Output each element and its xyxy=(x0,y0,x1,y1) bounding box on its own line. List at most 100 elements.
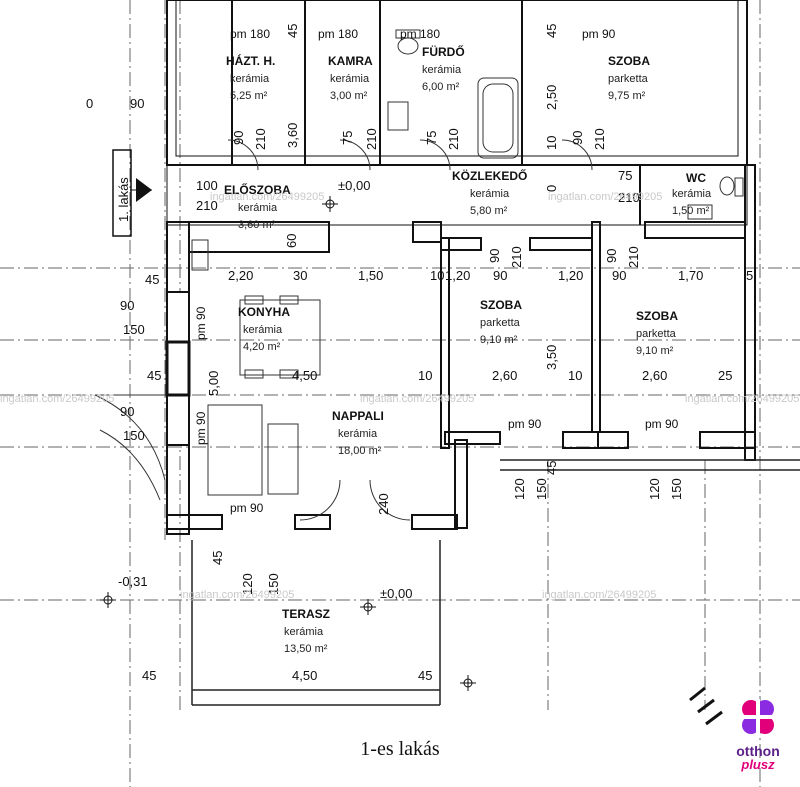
dim: 10 xyxy=(568,368,582,383)
dim: 150 xyxy=(669,478,684,500)
dim: 90 xyxy=(570,131,585,145)
konyha-area: 4,20 m² xyxy=(243,341,281,353)
dim: 2,60 xyxy=(642,368,667,383)
dim: 45 xyxy=(147,368,161,383)
terasz-area: 13,50 m² xyxy=(284,643,328,655)
szoba3-name: SZOBA xyxy=(636,309,678,323)
eloszoba-area: 3,60 m² xyxy=(238,219,276,231)
wc-area: 1,50 m² xyxy=(672,205,710,217)
dim: 2,20 xyxy=(228,268,253,283)
dim: 45 xyxy=(544,24,559,38)
dim: 90 xyxy=(231,131,246,145)
dim: 3,50 xyxy=(544,345,559,370)
dim: 150 xyxy=(266,573,281,595)
unit-label: 1. lakás xyxy=(116,177,131,222)
nappali-pm-window: pm 90 xyxy=(194,411,208,445)
dim: 4,50 xyxy=(292,368,317,383)
dim: 210 xyxy=(618,190,640,205)
dim: 90 xyxy=(612,268,626,283)
level-1: ±0,00 xyxy=(338,178,370,193)
level-3: -0,31 xyxy=(118,574,148,589)
watermark: ingatlan.com/26499205 xyxy=(180,589,294,601)
fixtures xyxy=(94,29,744,521)
dim: 150 xyxy=(123,322,145,337)
dim: 45 xyxy=(544,461,559,475)
kozlekedo-area: 5,80 m² xyxy=(470,205,508,217)
dim: 90 xyxy=(120,404,134,419)
dimension-texts-vertical: 45 3,60 90 210 75 210 75 210 45 2,50 10 … xyxy=(116,24,684,595)
konyha-material: kerámia xyxy=(243,324,283,336)
level-2: ±0,00 xyxy=(380,586,412,601)
terasz-name: TERASZ xyxy=(282,607,330,621)
dim: 150 xyxy=(534,478,549,500)
szoba3-area: 9,10 m² xyxy=(636,345,674,357)
kamra-area: 3,00 m² xyxy=(330,90,368,102)
dim: 2,50 xyxy=(544,85,559,110)
dim: 1,50 xyxy=(358,268,383,283)
dim: 100 xyxy=(196,178,218,193)
terasz-material: kerámia xyxy=(284,626,324,638)
dim: 75 xyxy=(424,131,439,145)
dimension-texts: 0 90 100 210 75 210 2,20 30 1,50 10 1,20… xyxy=(86,96,753,683)
szoba1-pm: pm 90 xyxy=(582,27,616,41)
hazt-material: kerámia xyxy=(230,73,270,85)
kozlekedo-material: kerámia xyxy=(470,188,510,200)
watermark: ingatlan.com/26499205 xyxy=(360,393,474,405)
dim: 90 xyxy=(120,298,134,313)
entry-marker xyxy=(112,149,152,237)
nappali-pm: pm 90 xyxy=(230,501,264,515)
wc-material: kerámia xyxy=(672,188,712,200)
plan-caption: 1-es lakás xyxy=(360,738,440,760)
hazt-name: HÁZT. H. xyxy=(226,53,275,68)
furdo-pm: pm 180 xyxy=(400,27,440,41)
nappali-material: kerámia xyxy=(338,428,378,440)
nappali-area: 18,00 m² xyxy=(338,445,382,457)
dim: 210 xyxy=(196,198,218,213)
szoba1-name: SZOBA xyxy=(608,54,650,68)
hazt-pm: pm 180 xyxy=(230,27,270,41)
furdo-name: FÜRDŐ xyxy=(422,44,465,59)
dim: 1,70 xyxy=(678,268,703,283)
dim: 1,20 xyxy=(445,268,470,283)
dim: 210 xyxy=(626,246,641,268)
room-labels: pm 180 HÁZT. H. kerámia 5,25 m² pm 180 K… xyxy=(224,27,712,655)
otthon-plusz-logo: otthon plusz xyxy=(725,695,791,777)
szoba2-pm: pm 90 xyxy=(508,417,542,431)
kamra-pm: pm 180 xyxy=(318,27,358,41)
logo-text-plusz: plusz xyxy=(741,757,775,772)
konyha-pm-window: pm 90 xyxy=(194,306,208,340)
dim: 210 xyxy=(592,128,607,150)
dim: 1,20 xyxy=(558,268,583,283)
dim: 45 xyxy=(285,24,300,38)
level-texts: ±0,00 ±0,00 -0,31 xyxy=(118,178,412,601)
furdo-area: 6,00 m² xyxy=(422,81,460,93)
dim: 90 xyxy=(493,268,507,283)
dim: 150 xyxy=(123,428,145,443)
dim: 10 xyxy=(418,368,432,383)
szoba1-area: 9,75 m² xyxy=(608,90,646,102)
dim: 240 xyxy=(376,493,391,515)
dim: 3,60 xyxy=(285,123,300,148)
dim: 45 xyxy=(210,551,225,565)
dim: 0 xyxy=(86,96,93,111)
szoba1-material: parketta xyxy=(608,73,649,85)
watermark: ingatlan.com/26499205 xyxy=(0,393,114,405)
dim: 210 xyxy=(446,128,461,150)
dim: 75 xyxy=(618,168,632,183)
eloszoba-material: kerámia xyxy=(238,202,278,214)
eloszoba-name: ELŐSZOBA xyxy=(224,182,291,197)
kamra-name: KAMRA xyxy=(328,54,373,68)
watermark: ingatlan.com/26499205 xyxy=(548,191,662,203)
dim: 2,60 xyxy=(492,368,517,383)
logo-text-otthon: otthon xyxy=(736,743,780,759)
dim: 45 xyxy=(145,272,159,287)
dim: 45 xyxy=(142,668,156,683)
watermark: ingatlan.com/26499205 xyxy=(210,191,324,203)
kozlekedo-name: KÖZLEKEDŐ xyxy=(452,168,527,183)
dim: 90 xyxy=(487,249,502,263)
dim: 90 xyxy=(130,96,144,111)
watermark: ingatlan.com/26499205 xyxy=(685,393,799,405)
dim: 90 xyxy=(604,249,619,263)
terrace xyxy=(191,459,800,706)
